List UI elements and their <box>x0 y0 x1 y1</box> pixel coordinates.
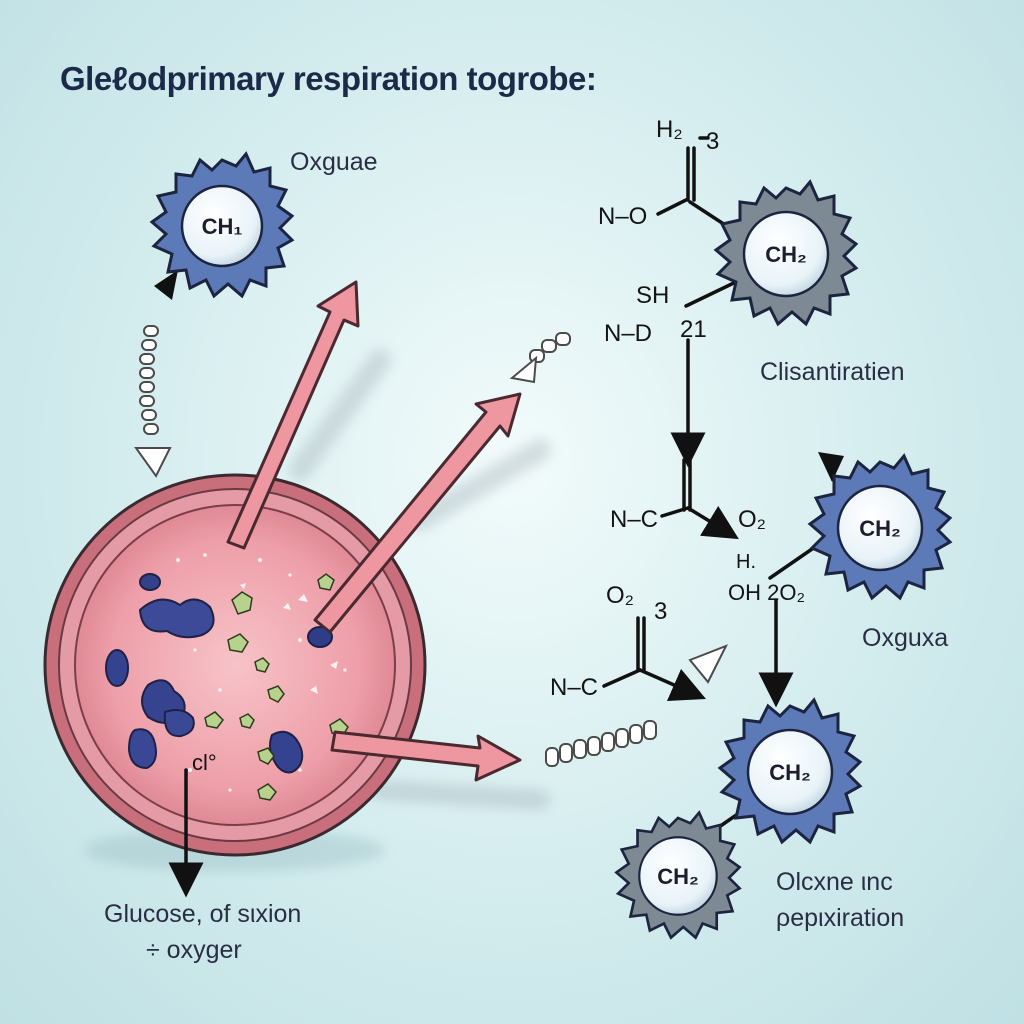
molecule-ring-1 <box>149 151 295 299</box>
chem-h2: H₂ <box>656 116 683 143</box>
chem-three-top: 3 <box>706 128 720 155</box>
chem-three-low: 3 <box>654 598 668 625</box>
molecule-1-label: CH₁ <box>201 214 243 239</box>
chem-n-c-mid: N–C <box>610 506 659 533</box>
label-clisantiratien: Clisantiratien <box>760 358 905 386</box>
molecule-2-label: CH₂ <box>765 242 807 267</box>
chem-n-c-low: N–C <box>550 674 599 701</box>
shadow-arrows <box>289 349 551 810</box>
chem-h-dot: H. <box>736 551 756 573</box>
molecule-3-label: CH₂ <box>859 516 901 541</box>
pointer-triangle-2 <box>818 452 844 482</box>
label-oxguae: Oxguae <box>290 148 378 176</box>
label-oxguxa: Oxguxa <box>862 624 949 652</box>
molecule-5-label: CH₂ <box>657 864 699 889</box>
molecule-ring-2 <box>713 179 859 327</box>
chem-o2-mid: O₂ <box>738 506 766 533</box>
label-olcxne-1: Olcxne ιnc <box>776 868 893 896</box>
pink-arrows <box>226 280 522 782</box>
chem-o2-low: O₂ <box>606 582 634 609</box>
molecule-ring-4 <box>717 697 863 845</box>
pointer-triangle <box>154 270 178 300</box>
label-glucose-2: ÷ oxyger <box>146 936 242 964</box>
cell-organelles <box>105 573 333 774</box>
molecule-4-label: CH₂ <box>769 760 811 785</box>
diagram-title: Gleℓodprimary respiration togrobe: <box>60 60 597 97</box>
chem-sh: SH <box>636 282 670 309</box>
chem-n-o: N–O <box>598 203 648 230</box>
molecule-ring-5 <box>614 810 742 940</box>
chem-cell-c1: cl° <box>192 750 217 775</box>
molecule-ring-3 <box>807 453 953 601</box>
chem-21: 21 <box>680 316 707 343</box>
label-olcxne-2: ρepιxiration <box>776 904 905 932</box>
chem-n-d: N–D <box>604 320 653 347</box>
dashed-arrows <box>134 325 729 767</box>
label-glucose-1: Glucose, of sιxion <box>104 900 302 928</box>
chem-oh-2o2: OH 2O₂ <box>728 580 805 605</box>
